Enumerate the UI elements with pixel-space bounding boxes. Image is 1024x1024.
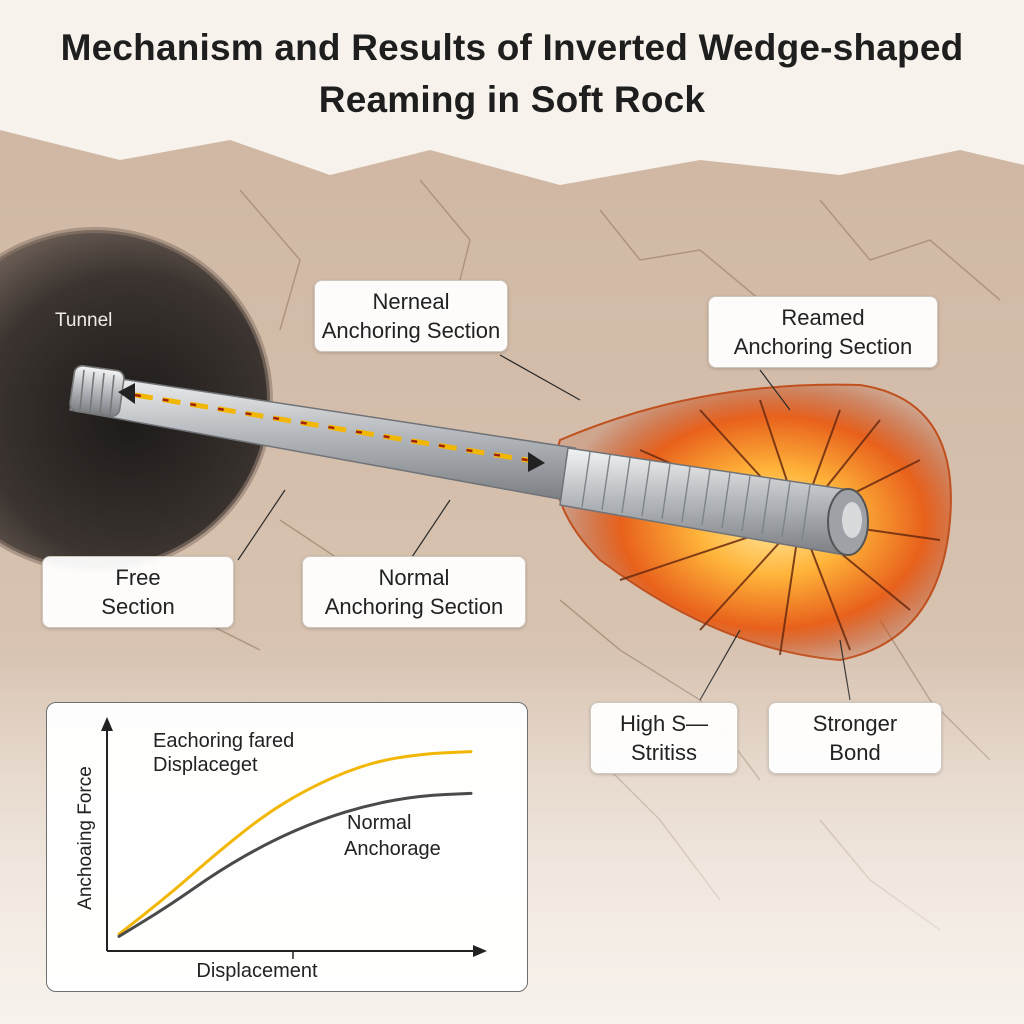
tunnel-label: Tunnel: [55, 310, 113, 331]
callout-line: Anchoring Section: [733, 334, 913, 359]
y-axis-title: Anchoaing Force: [75, 766, 96, 910]
page-title: Mechanism and Results of Inverted Wedge-…: [60, 27, 964, 120]
callout-high-stress: High S— Stritiss: [590, 702, 738, 774]
callout-free-section: Free Section: [42, 556, 234, 628]
series-label-normal-2: Anchorage: [344, 838, 441, 860]
anchoring-force-chart: Anchoaing Force Displacement Eachoring f…: [46, 702, 528, 992]
callout-line: Nerneal: [372, 289, 450, 314]
callout-line: Normal: [378, 565, 450, 590]
callout-line: Reamed: [781, 305, 865, 330]
callout-reamed-anchoring: Reamed Anchoring Section: [708, 296, 938, 368]
callout-stronger-bond: Stronger Bond: [768, 702, 942, 774]
callout-normal-anchoring-top: Nerneal Anchoring Section: [314, 280, 508, 352]
callout-line: Anchoring Section: [324, 594, 504, 619]
callout-line: Bond: [829, 740, 881, 765]
series-label-reamed-2: Displaceget: [153, 754, 258, 776]
series-line-reamed: [117, 750, 473, 936]
y-axis-arrow: [101, 717, 113, 731]
series-line-normal: [117, 791, 473, 938]
callout-line: Stritiss: [631, 740, 697, 765]
callout-line: Free: [115, 565, 161, 590]
rock-bolt: [69, 364, 869, 556]
callout-line: Stronger: [812, 711, 898, 736]
load-transfer-arrows: [134, 392, 546, 466]
series-label-reamed-1: Eachoring fared: [153, 730, 294, 752]
callout-line: High S—: [619, 711, 709, 736]
chart-plot: Anchoaing Force Displacement Eachoring f…: [75, 717, 487, 982]
x-axis-arrow: [473, 945, 487, 957]
bolt-threads: [581, 451, 811, 541]
callout-normal-anchoring-bottom: Normal Anchoring Section: [302, 556, 526, 628]
bolt-head: [69, 364, 125, 418]
callout-line: Section: [101, 594, 175, 619]
x-axis-title: Displacement: [196, 960, 318, 982]
callout-line: Anchoring Section: [321, 318, 501, 343]
series-label-normal-1: Normal: [347, 812, 411, 834]
